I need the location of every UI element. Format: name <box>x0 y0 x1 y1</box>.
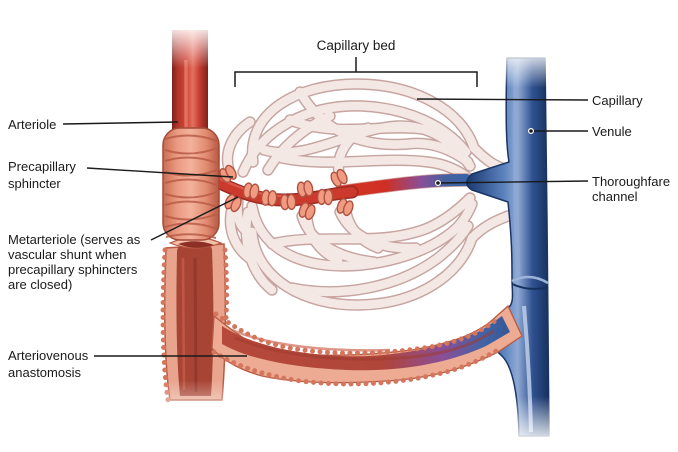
label-precapillary-sphincter: Precapillary sphincter <box>8 159 76 191</box>
arteriovenous-anastomosis-vessel <box>211 304 523 387</box>
label-arteriole: Arteriole <box>8 117 56 132</box>
venule-cut-seam <box>511 275 549 285</box>
svg-text:Arteriovenous: Arteriovenous <box>8 348 89 363</box>
svg-text:are closed): are closed) <box>8 277 72 292</box>
svg-text:Metarteriole (serves as: Metarteriole (serves as <box>8 232 141 247</box>
svg-text:sphincter: sphincter <box>8 176 61 191</box>
label-capillary: Capillary <box>592 93 643 108</box>
svg-text:Precapillary: Precapillary <box>8 159 76 174</box>
svg-text:channel: channel <box>592 189 638 204</box>
venule-vessel <box>466 57 550 437</box>
artery-bottom-fade <box>157 380 229 436</box>
venule-top-fade <box>499 48 553 88</box>
thoroughfare-channel-vessel <box>333 173 473 199</box>
label-thoroughfare-channel: Thoroughfare channel <box>592 174 670 204</box>
svg-text:Thoroughfare: Thoroughfare <box>592 174 670 189</box>
arteriole-muscle-wrap <box>162 127 220 241</box>
label-metarteriole: Metarteriole (serves as vascular shunt w… <box>8 232 141 292</box>
svg-text:vascular shunt when: vascular shunt when <box>8 247 127 262</box>
leader-lines <box>62 98 589 357</box>
capillary-bed-title: Capillary bed <box>317 38 396 53</box>
label-venule: Venule <box>592 124 632 139</box>
svg-text:anastomosis: anastomosis <box>8 365 81 380</box>
arteriole-fade <box>163 24 213 68</box>
capillary-bed-bracket <box>234 57 478 87</box>
svg-text:precapillary sphincters: precapillary sphincters <box>8 262 138 277</box>
venule-bottom-fade <box>501 396 557 446</box>
label-arteriovenous-anastomosis: Arteriovenous anastomosis <box>8 348 89 380</box>
